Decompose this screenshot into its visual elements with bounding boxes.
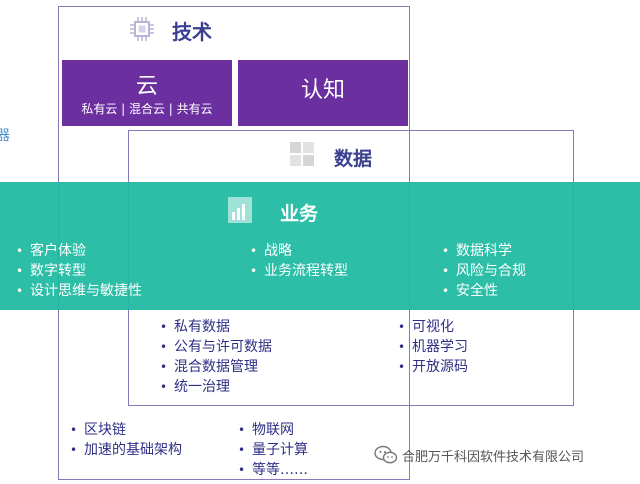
list-item: 开放源码 <box>398 357 468 377</box>
cloud-title: 云 <box>135 74 158 99</box>
wechat-icon <box>374 445 398 464</box>
footer-watermark: 合肥万千科因软件技术有限公司 <box>374 444 636 466</box>
cognition-box: 认知 <box>238 60 408 126</box>
technology-list-1: 区块链 加速的基础架构 <box>70 420 182 460</box>
technology-title: 技术 <box>172 20 212 44</box>
cloud-box: 云 私有云 | 混合云 | 共有云 <box>62 60 232 126</box>
list-item: 数字转型 <box>16 261 142 281</box>
list-item: 私有数据 <box>160 317 272 337</box>
document-chart-icon <box>228 197 252 223</box>
list-item: 区块链 <box>70 420 182 440</box>
edge-text: 器 <box>0 128 10 144</box>
list-item: 物联网 <box>238 420 308 440</box>
business-list-2: 战略 业务流程转型 <box>250 241 348 281</box>
grid-icon <box>290 142 314 166</box>
data-list-1: 私有数据 公有与许可数据 混合数据管理 统一治理 <box>160 317 272 397</box>
list-item: 业务流程转型 <box>250 261 348 281</box>
list-item: 战略 <box>250 241 348 261</box>
technology-list-2: 物联网 量子计算 等等…… <box>238 420 308 480</box>
chip-icon <box>130 17 154 41</box>
list-item: 风险与合规 <box>442 261 526 281</box>
business-list-1: 客户体验 数字转型 设计思维与敏捷性 <box>16 241 142 301</box>
business-list-3: 数据科学 风险与合规 安全性 <box>442 241 526 301</box>
list-item: 等等…… <box>238 460 308 480</box>
list-item: 机器学习 <box>398 337 468 357</box>
footer-text: 合肥万千科因软件技术有限公司 <box>402 450 585 465</box>
cloud-subtitle: 私有云 | 混合云 | 共有云 <box>81 102 213 116</box>
list-item: 设计思维与敏捷性 <box>16 281 142 301</box>
cognition-title: 认知 <box>300 78 345 103</box>
list-item: 加速的基础架构 <box>70 440 182 460</box>
data-title: 数据 <box>334 148 373 170</box>
list-item: 数据科学 <box>442 241 526 261</box>
business-title: 业务 <box>280 203 319 225</box>
list-item: 量子计算 <box>238 440 308 460</box>
list-item: 公有与许可数据 <box>160 337 272 357</box>
list-item: 客户体验 <box>16 241 142 261</box>
list-item: 可视化 <box>398 317 468 337</box>
list-item: 混合数据管理 <box>160 357 272 377</box>
list-item: 安全性 <box>442 281 526 301</box>
data-list-2: 可视化 机器学习 开放源码 <box>398 317 468 377</box>
list-item: 统一治理 <box>160 377 272 397</box>
